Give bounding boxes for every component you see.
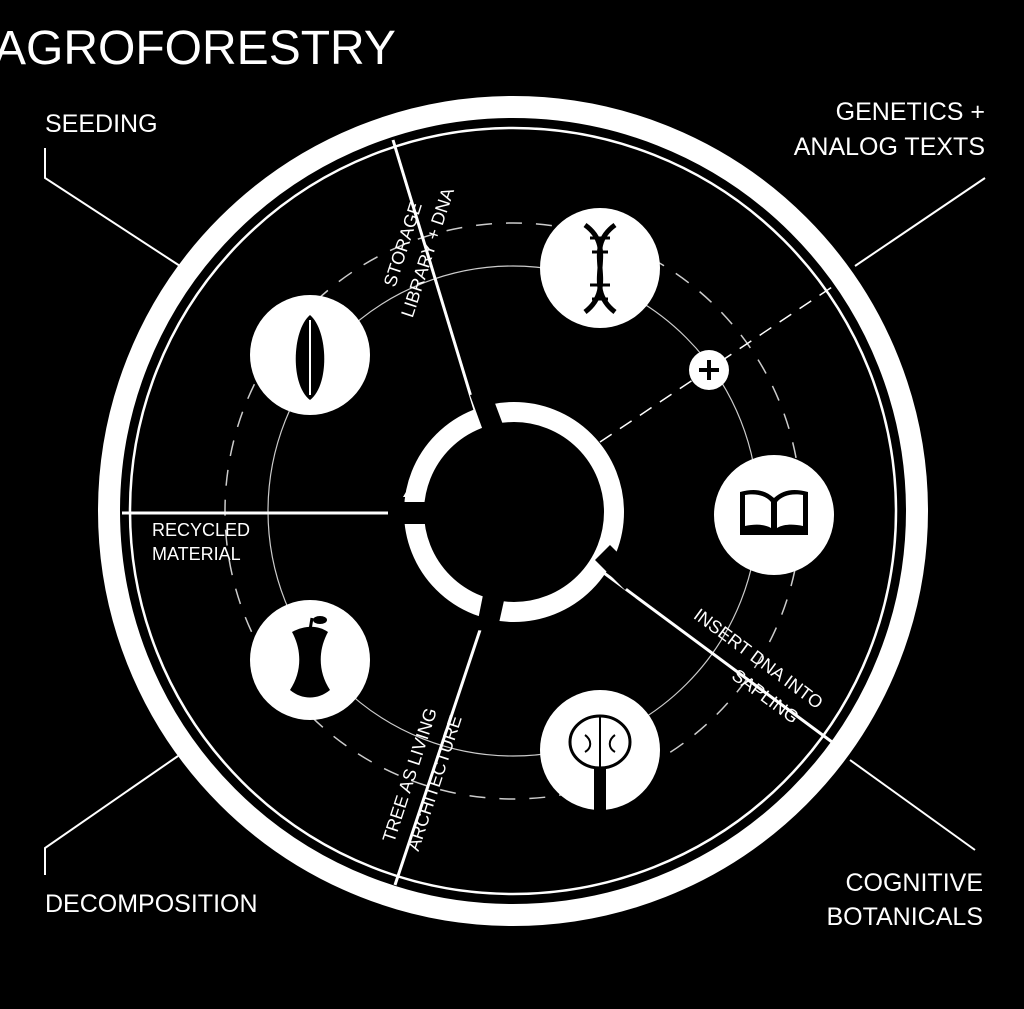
brain-tree-icon [540,690,660,810]
leader-lines [44,148,986,875]
center-ring-gaps [390,390,640,632]
label-recycled-2: MATERIAL [152,544,241,564]
label-recycled-1: RECYCLED [152,520,250,540]
dna-icon [540,208,660,328]
book-icon [714,455,834,575]
label-cognitive-1: COGNITIVE [845,869,983,897]
title: AGROFORESTRY [0,22,396,75]
label-decomposition: DECOMPOSITION [45,890,258,918]
cycle-arrow-icon [403,480,421,497]
inner-thin-ring [128,126,898,896]
segment-dividers [122,139,833,886]
label-cognitive-2: BOTANICALS [826,903,983,931]
outer-ring [98,96,928,926]
apple-core-icon [250,600,370,720]
label-genetics-1: GENETICS + [836,98,985,126]
plus-icon [689,350,729,390]
seed-icon [250,295,370,415]
label-seeding: SEEDING [45,110,158,138]
label-genetics-2: ANALOG TEXTS [794,133,985,161]
center-cycle-ring [404,402,624,622]
